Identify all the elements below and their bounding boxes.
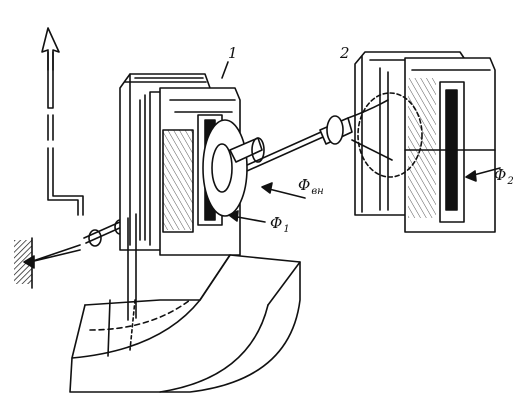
label-phi-1: Φ1	[270, 214, 290, 235]
flux-arrow-phi-2	[465, 167, 501, 182]
label-phi-2: Φ2	[494, 166, 514, 187]
brake-magnet	[69, 213, 301, 393]
label-1-leader	[221, 61, 229, 79]
shaft-coupling	[319, 99, 393, 161]
pointer-arrow	[41, 27, 84, 216]
electromagnet-2	[354, 51, 496, 233]
label-element-1: 1	[228, 44, 238, 62]
flux-arrow-phi-vn	[261, 182, 306, 199]
disc	[202, 119, 265, 217]
wall-mount	[14, 237, 81, 289]
label-element-2: 2	[340, 44, 350, 62]
flux-arrow-phi-1	[228, 210, 266, 223]
label-phi-vn: Φвн	[298, 176, 324, 197]
